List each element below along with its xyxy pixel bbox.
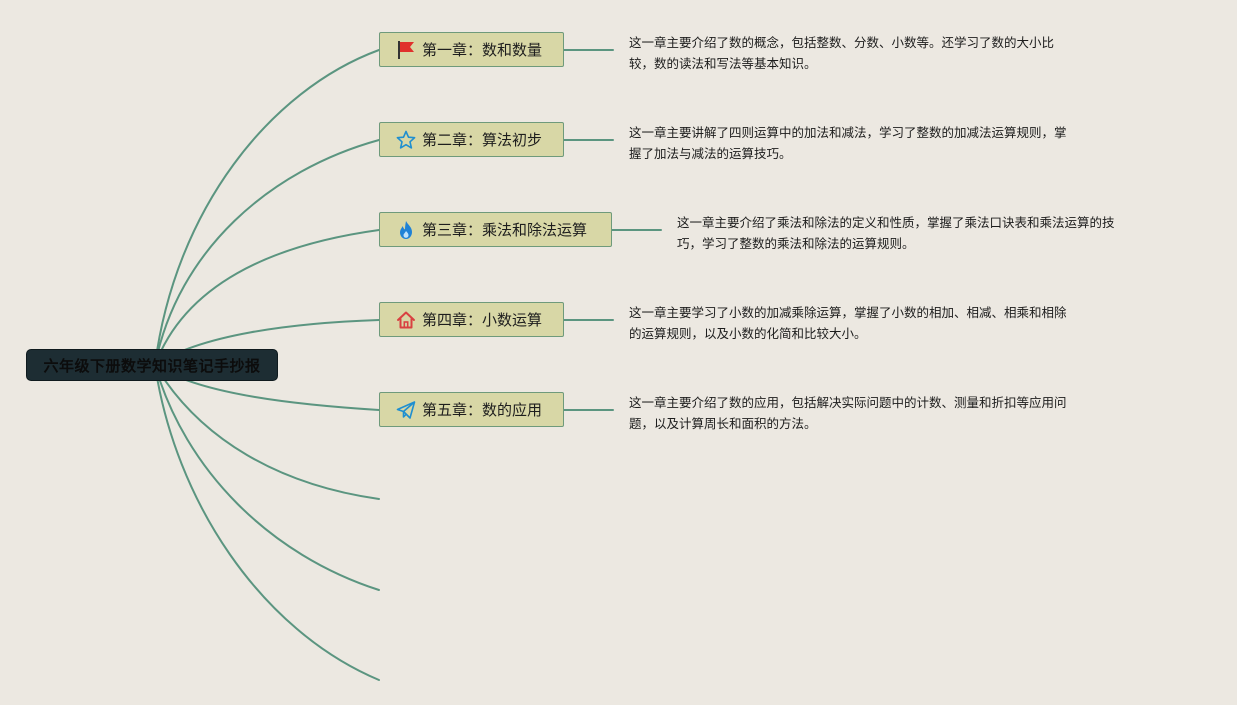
note-line: 的运算规则，以及小数的化简和比较大小。 <box>629 326 867 341</box>
branch-label: 第四章：小数运算 <box>422 311 543 329</box>
flag-icon <box>396 40 416 60</box>
note-line: 题，以及计算周长和面积的方法。 <box>629 416 817 431</box>
branch-label: 第五章：数的应用 <box>422 401 543 419</box>
note-chapter-1: 这一章主要介绍了数的概念，包括整数、分数、小数等。还学习了数的大小比 较，数的读… <box>629 32 1129 74</box>
note-line: 这一章主要介绍了乘法和除法的定义和性质，掌握了乘法口诀表和乘法运算的技 <box>677 215 1115 230</box>
root-topic[interactable]: 六年级下册数学知识笔记手抄报 <box>26 349 278 381</box>
root-topic-label: 六年级下册数学知识笔记手抄报 <box>43 356 261 375</box>
branch-chapter-1[interactable]: 第一章：数和数量 <box>379 32 564 67</box>
branch-label: 第三章：乘法和除法运算 <box>422 221 588 239</box>
connector-branch-3 <box>154 229 380 366</box>
connector-branch-2 <box>154 139 380 366</box>
branch-chapter-5[interactable]: 第五章：数的应用 <box>379 392 564 427</box>
branch-chapter-3[interactable]: 第三章：乘法和除法运算 <box>379 212 612 247</box>
branch-chapter-4[interactable]: 第四章：小数运算 <box>379 302 564 337</box>
note-line: 巧，学习了整数的乘法和除法的运算规则。 <box>677 236 915 251</box>
note-chapter-2: 这一章主要讲解了四则运算中的加法和减法，学习了整数的加减法运算规则，掌 握了加法… <box>629 122 1139 164</box>
connector-empty-branch-3 <box>154 364 380 681</box>
note-line: 这一章主要介绍了数的应用，包括解决实际问题中的计数、测量和折扣等应用问 <box>629 395 1067 410</box>
branch-chapter-2[interactable]: 第二章：算法初步 <box>379 122 564 157</box>
note-line: 这一章主要介绍了数的概念，包括整数、分数、小数等。还学习了数的大小比 <box>629 35 1055 50</box>
connector-empty-branch-1 <box>154 364 380 500</box>
house-icon <box>396 310 416 330</box>
note-line: 这一章主要学习了小数的加减乘除运算，掌握了小数的相加、相减、相乘和相除 <box>629 305 1067 320</box>
note-chapter-4: 这一章主要学习了小数的加减乘除运算，掌握了小数的相加、相减、相乘和相除 的运算规… <box>629 302 1139 344</box>
connector-branch-1 <box>154 49 380 366</box>
connector-empty-branch-2 <box>154 364 380 591</box>
note-chapter-5: 这一章主要介绍了数的应用，包括解决实际问题中的计数、测量和折扣等应用问 题，以及… <box>629 392 1139 434</box>
branch-label: 第一章：数和数量 <box>422 41 543 59</box>
note-chapter-3: 这一章主要介绍了乘法和除法的定义和性质，掌握了乘法口诀表和乘法运算的技 巧，学习… <box>677 212 1187 254</box>
star-icon <box>396 130 416 150</box>
branch-label: 第二章：算法初步 <box>422 131 543 149</box>
paper-plane-icon <box>396 400 416 420</box>
note-line: 这一章主要讲解了四则运算中的加法和减法，学习了整数的加减法运算规则，掌 <box>629 125 1067 140</box>
note-line: 握了加法与减法的运算技巧。 <box>629 146 792 161</box>
note-line: 较，数的读法和写法等基本知识。 <box>629 56 817 71</box>
flame-icon <box>396 220 416 240</box>
